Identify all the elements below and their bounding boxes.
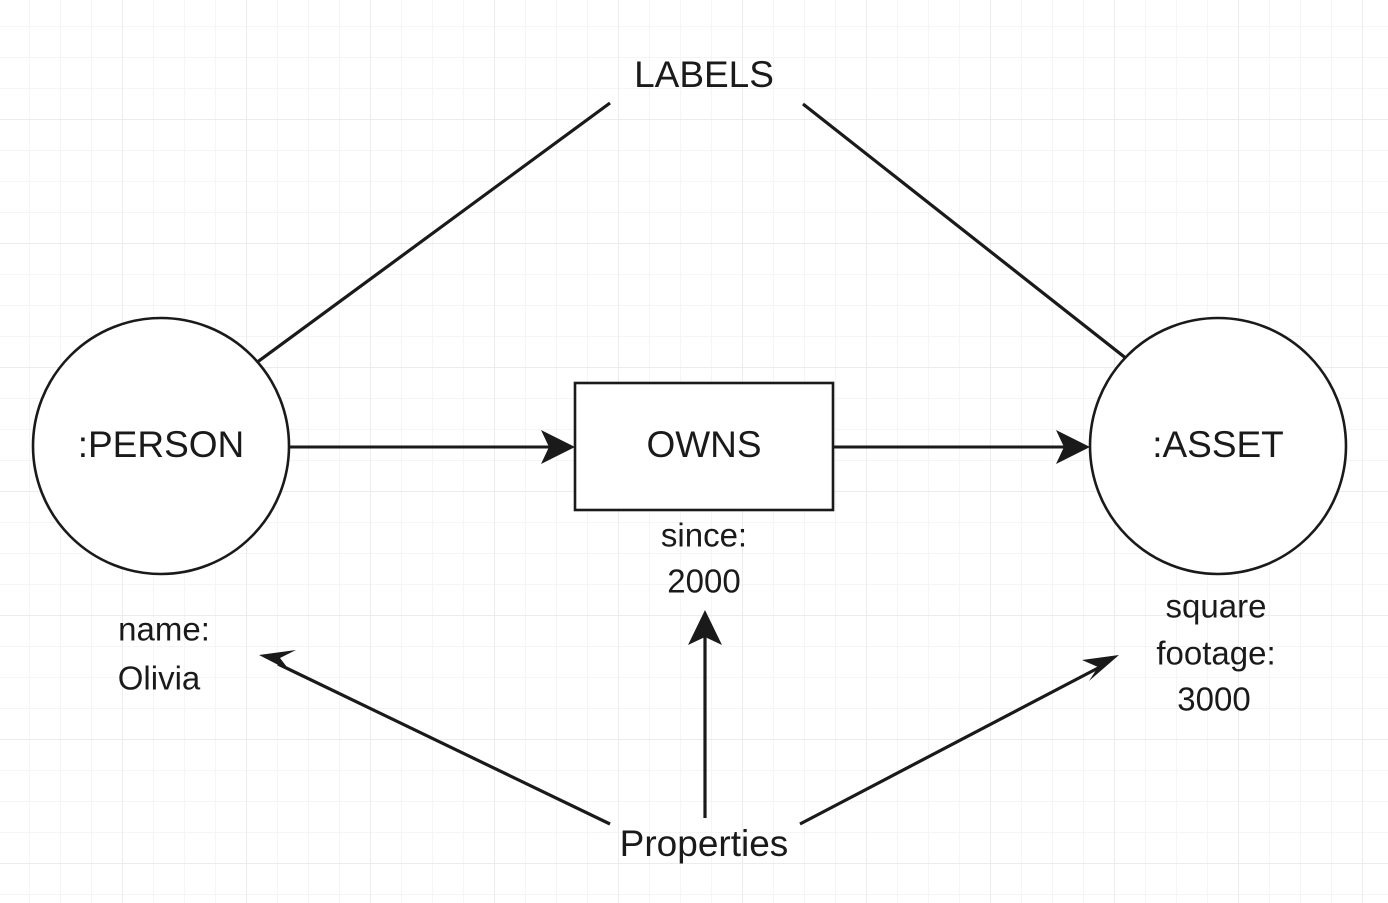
owns-properties: since: 2000: [661, 517, 747, 600]
person-property-key: name:: [118, 611, 210, 648]
asset-node[interactable]: [1088, 316, 1348, 576]
owns-asset-edge[interactable]: [833, 430, 1090, 464]
person-property-value: Olivia: [118, 660, 201, 697]
person-node-label: :PERSON: [78, 424, 245, 465]
person-node[interactable]: [31, 316, 291, 576]
properties-to-owns-edge[interactable]: [688, 610, 722, 818]
properties-annotation-label: Properties: [620, 823, 789, 864]
properties-to-person-arrowhead: [259, 650, 296, 671]
person-owns-arrowhead: [541, 430, 575, 464]
properties-to-asset-line: [799, 665, 1101, 826]
asset-property-value: 3000: [1177, 681, 1250, 718]
properties-to-person-edge[interactable]: [259, 650, 611, 826]
properties-to-asset-edge[interactable]: [799, 655, 1119, 826]
asset-node-label: :ASSET: [1152, 424, 1284, 465]
person-properties: name: Olivia: [118, 611, 210, 697]
owns-node[interactable]: [573, 381, 835, 512]
labels-to-asset-line: [802, 102, 1180, 402]
person-owns-edge[interactable]: [290, 430, 575, 464]
owns-property-key: since:: [661, 517, 747, 554]
labels-to-person-line: [202, 101, 611, 404]
owns-asset-arrowhead: [1056, 430, 1090, 464]
asset-property-key-line1: square: [1166, 588, 1267, 625]
labels-annotation-label: LABELS: [634, 54, 774, 95]
asset-property-key-line2: footage:: [1156, 635, 1275, 672]
owns-node-label: OWNS: [646, 424, 761, 465]
owns-property-value: 2000: [667, 563, 740, 600]
properties-to-asset-arrowhead: [1082, 655, 1119, 681]
asset-properties: square footage: 3000: [1156, 588, 1275, 718]
properties-to-owns-arrowhead: [688, 610, 722, 645]
properties-to-person-line: [277, 662, 611, 826]
